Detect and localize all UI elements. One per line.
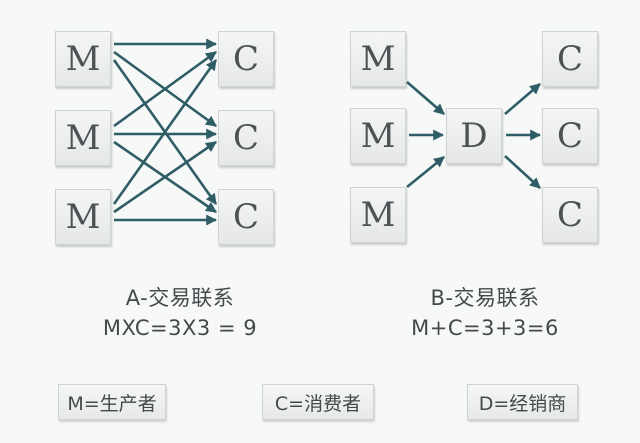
- node-b-consumer-1: C: [542, 31, 598, 87]
- node-b-producer-1: M: [350, 31, 406, 87]
- node-b-producer-2: M: [350, 108, 406, 164]
- node-a-producer-2: M: [55, 110, 111, 166]
- node-b-dealer: D: [446, 108, 502, 164]
- arrow-b-m1-d: [406, 81, 445, 115]
- legend-consumer: C=消费者: [262, 384, 374, 420]
- node-b-consumer-2: C: [542, 108, 598, 164]
- arrow-a-m3-c2: [113, 140, 217, 214]
- caption-b-formula: M+C=3+3=6: [411, 316, 559, 340]
- node-a-producer-1: M: [55, 31, 111, 87]
- caption-b-title: B-交易联系: [430, 286, 540, 310]
- caption-a-formula: MXC=3X3 = 9: [102, 316, 258, 340]
- caption-b: B-交易联系 M+C=3+3=6: [375, 283, 595, 343]
- node-a-consumer-1: C: [218, 31, 274, 87]
- caption-a: A-交易联系 MXC=3X3 = 9: [70, 283, 290, 343]
- node-a-producer-3: M: [55, 189, 111, 245]
- arrow-a-m2-c1: [113, 50, 217, 128]
- node-b-consumer-3: C: [542, 187, 598, 243]
- node-b-producer-3: M: [350, 187, 406, 243]
- caption-a-title: A-交易联系: [125, 286, 235, 310]
- arrow-b-d-c3: [504, 155, 541, 189]
- node-a-consumer-3: C: [218, 189, 274, 245]
- node-a-consumer-2: C: [218, 110, 274, 166]
- legend-producer: M=生产者: [58, 384, 166, 420]
- legend-dealer: D=经销商: [467, 384, 578, 420]
- arrow-b-d-c1: [504, 83, 541, 115]
- arrow-a-m3-c1: [112, 59, 218, 205]
- arrow-b-m3-d: [406, 155, 445, 189]
